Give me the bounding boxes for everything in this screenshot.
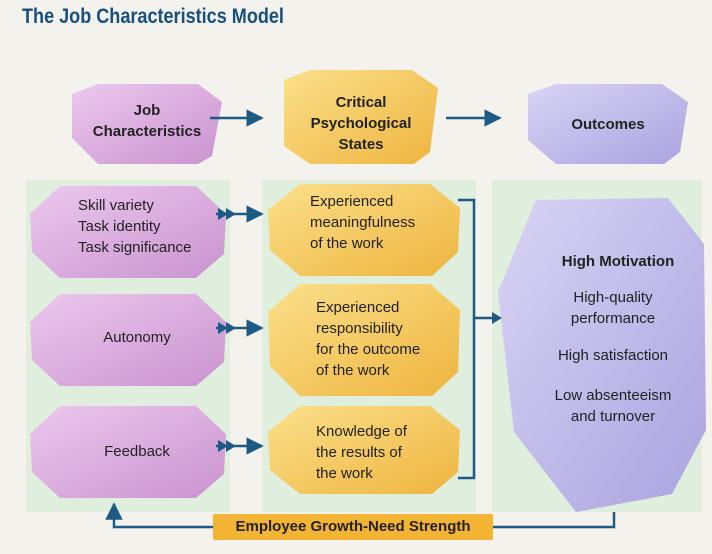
arrow-into-outcomes xyxy=(492,312,502,324)
bracket-ps-to-outcomes xyxy=(458,198,494,480)
header-outcomes-label: Outcomes xyxy=(571,116,645,133)
outcomes-shape xyxy=(498,198,706,512)
ps-knowledge-shape xyxy=(268,406,460,494)
jc-feedback-label: Feedback xyxy=(104,443,170,460)
arrow-jc-to-ps-3 xyxy=(216,437,264,455)
header-critical-states-label: Critical Psychological States xyxy=(310,94,412,153)
jc-feedback-shape xyxy=(30,406,226,498)
moderator-band xyxy=(213,514,493,540)
page-title: The Job Characteristics Model xyxy=(22,5,284,28)
header-job-characteristics-shape xyxy=(72,84,222,164)
outcome-heading: High Motivation xyxy=(561,253,675,270)
jc-skill-label: Skill variety Task identity Task signifi… xyxy=(78,197,192,256)
ps-meaningfulness-label: Experienced meaningfulness of the work xyxy=(310,193,416,252)
header-critical-states-shape xyxy=(284,70,438,164)
ps-meaningfulness-shape xyxy=(268,184,460,276)
outcome-absenteeism: Low absenteeism and turnover xyxy=(554,387,672,425)
ps-responsibility-label: Experienced responsibility for the outco… xyxy=(316,299,421,379)
outcome-performance: High-quality performance xyxy=(570,289,656,327)
jc-autonomy-shape xyxy=(30,294,226,386)
moderator-label: Employee Growth-Need Strength xyxy=(235,518,471,535)
header-outcomes-shape xyxy=(528,84,688,164)
ps-knowledge-label: Knowledge of the results of the work xyxy=(316,423,407,482)
jc-skill-shape xyxy=(30,186,226,278)
header-job-characteristics-label: Job Characteristics xyxy=(92,102,202,140)
ps-responsibility-shape xyxy=(268,284,460,396)
jc-autonomy-label: Autonomy xyxy=(103,329,171,346)
arrow-jc-to-ps-1 xyxy=(216,205,264,223)
outcome-satisfaction: High satisfaction xyxy=(557,347,669,364)
arrow-jc-to-ps-2 xyxy=(216,319,264,337)
